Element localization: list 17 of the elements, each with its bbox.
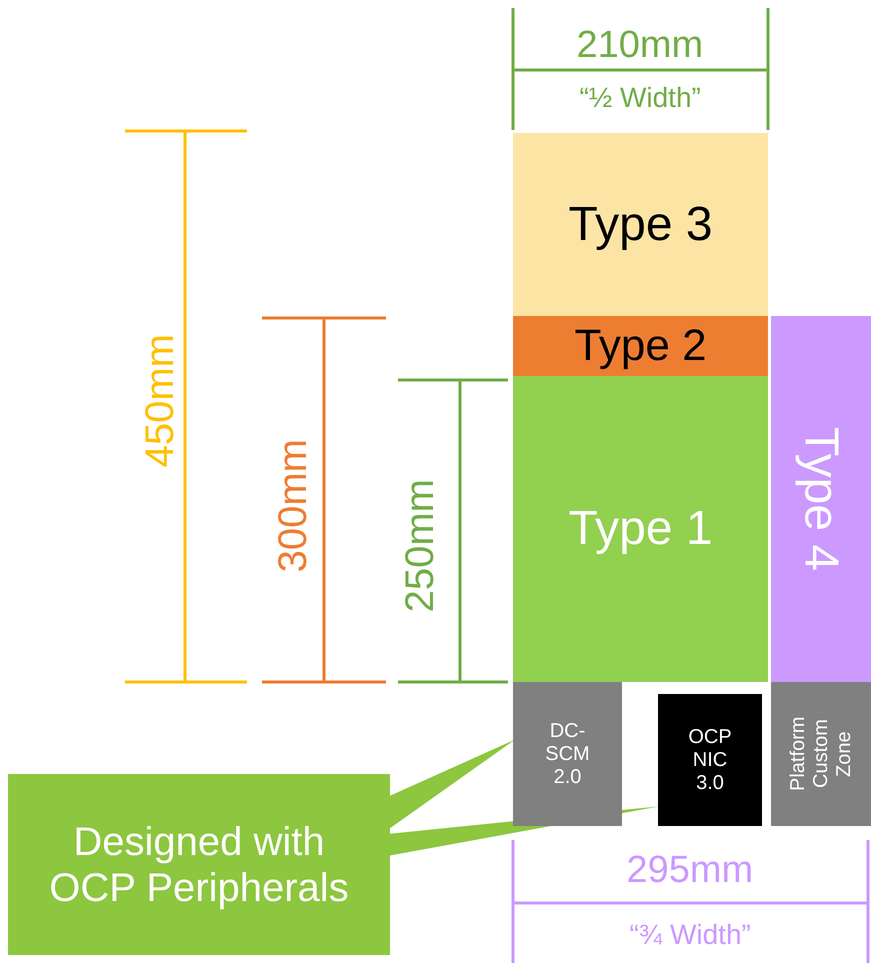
zone-block [771, 682, 871, 826]
zone-block [513, 133, 768, 316]
callout-pointer [390, 740, 515, 828]
zone-block [513, 376, 768, 682]
block-label: Type 2 [574, 320, 707, 372]
module-block [658, 694, 762, 826]
zone-block [513, 316, 768, 376]
block-label: Type 1 [568, 501, 713, 557]
block-label: Platform Custom Zone [786, 716, 856, 794]
module-block [513, 682, 622, 826]
block-label: OCP NIC 3.0 [687, 726, 733, 794]
zone-block [771, 316, 871, 682]
block-label: DC-SCM 2.0 [544, 720, 591, 788]
callout-box [8, 774, 390, 955]
block-label: Type 4 [794, 426, 849, 572]
block-label: Designed with OCP Peripherals [48, 818, 350, 910]
block-label: Type 3 [568, 196, 713, 252]
